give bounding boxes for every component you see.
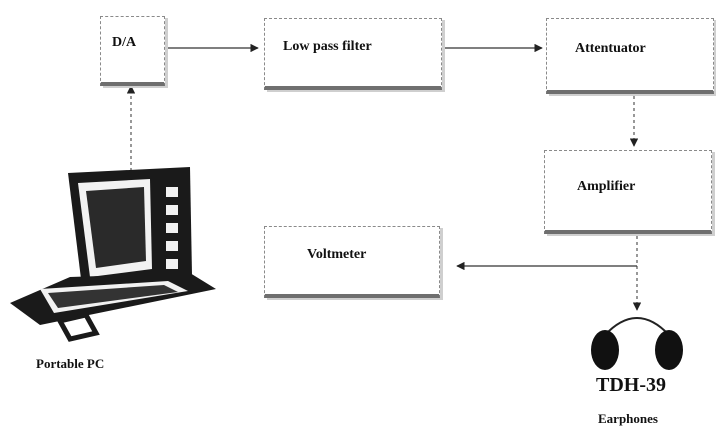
- low-pass-filter-block: Low pass filter: [264, 18, 442, 90]
- amplifier-block: Amplifier: [544, 150, 712, 234]
- earphones-icon: [585, 305, 695, 375]
- attenuator-block: Attentuator: [546, 18, 714, 94]
- da-converter-label: D/A: [112, 35, 136, 51]
- portable-pc-icon: [0, 165, 220, 345]
- model-number-label: TDH-39: [596, 374, 666, 397]
- portable-pc-caption: Portable PC: [36, 356, 104, 372]
- amplifier-label: Amplifier: [577, 179, 635, 195]
- da-converter-block: D/A: [100, 16, 165, 86]
- low-pass-filter-label: Low pass filter: [283, 39, 372, 55]
- attenuator-label: Attentuator: [575, 41, 646, 57]
- voltmeter-label: Voltmeter: [307, 247, 366, 263]
- voltmeter-block: Voltmeter: [264, 226, 440, 298]
- earphones-caption: Earphones: [598, 411, 658, 427]
